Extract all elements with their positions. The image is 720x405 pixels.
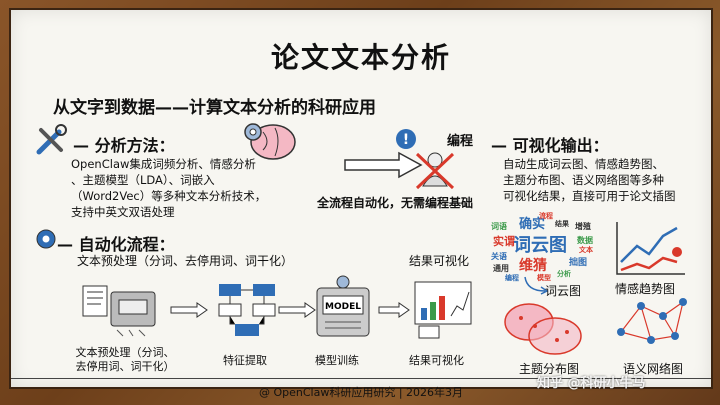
step-label-result: 结果可视化	[409, 354, 464, 367]
footer-text: @ OpenClaw科研应用研究 | 2026年3月	[258, 386, 464, 399]
visual-line: 可视化结果，直接可用于论文插图	[503, 189, 676, 203]
step-label-preprocess: 文本预处理（分词、 去停用词、词干化）	[73, 346, 177, 374]
cloud-word: 结果	[555, 220, 569, 228]
cloud-word: 文本	[579, 246, 593, 254]
model-box-text: MODEL	[325, 302, 361, 312]
preprocessing-machine-icon	[82, 285, 156, 337]
step-label-preprocess-line1: 文本预处理（分词、	[75, 346, 175, 359]
automation-heading: — 自动化流程：	[57, 235, 175, 254]
whiteboard: 论文文本分析 从文字到数据——计算文本分析的科研应用 — 分析方法： OpenC…	[9, 8, 713, 399]
topic-distribution-icon	[504, 303, 582, 355]
flow-arrow-1	[170, 302, 208, 318]
no-coding-icon	[415, 152, 455, 190]
visual-line: 主题分布图、语义网络图等多种	[503, 173, 664, 187]
semantic-network-icon	[617, 298, 687, 344]
visual-heading: — 可视化输出：	[491, 136, 609, 155]
cloud-word: 流程	[539, 212, 553, 220]
tools-icon	[36, 124, 67, 155]
analysis-heading: — 分析方法：	[73, 136, 175, 155]
analysis-description: OpenClaw集成词频分析、情感分析 、主题模型（LDA）、词嵌入 （Word…	[71, 156, 301, 220]
analysis-line: 支持中英文双语处理	[71, 205, 175, 219]
visual-heading-text: 可视化输出：	[512, 136, 609, 155]
page-title: 论文文本分析	[270, 41, 451, 74]
cloud-word: 分析	[557, 270, 571, 278]
feature-extraction-icon	[218, 284, 276, 336]
analysis-line: OpenClaw集成词频分析、情感分析	[71, 157, 256, 171]
coding-text: 全流程自动化，无需编程基础	[317, 196, 474, 210]
model-machine-icon: MODEL	[316, 275, 370, 337]
trend-label: 情感趋势图	[615, 282, 676, 296]
network-label: 语义网络图	[623, 362, 684, 376]
analysis-line: （Word2Vec）等多种文本分析技术，	[71, 189, 267, 203]
cloud-word: 拙图	[569, 258, 588, 268]
flow-arrow-2	[278, 302, 316, 318]
step-label-preprocess-line2: 去停用词、词干化）	[75, 360, 175, 373]
cloud-word: 词云图	[513, 235, 567, 256]
result-visualization-icon	[414, 281, 472, 339]
step-label-feature: 特征提取	[223, 354, 267, 367]
right-arrow-icon	[344, 151, 423, 179]
cloud-word: 实谓	[493, 235, 515, 248]
visual-description: 自动生成词云图、情感趋势图、 主题分布图、语义网络图等多种 可视化结果，直接可用…	[503, 156, 703, 204]
cloud-word: 确实	[519, 217, 546, 232]
watermark: 知乎 @科研小牛马	[537, 376, 646, 391]
footer-divider	[11, 378, 711, 379]
trend-chart-icon	[616, 222, 685, 275]
cloud-word: 维猜	[519, 258, 547, 274]
analysis-line: 、主题模型（LDA）、词嵌入	[71, 173, 215, 187]
cloud-word: 词语	[491, 222, 507, 231]
coding-label: 编程	[447, 134, 474, 149]
warning-icon: !	[396, 129, 416, 149]
flow-arrow-3	[378, 302, 410, 318]
wordcloud-arrow	[524, 276, 549, 295]
cloud-word: 数据	[577, 236, 593, 245]
automation-top-right: 结果可视化	[409, 254, 470, 268]
svg-text:!: !	[403, 132, 409, 148]
cloud-word: 模型	[537, 274, 551, 282]
wordcloud-label: 词云图	[545, 284, 582, 298]
cloud-word: 编程	[505, 274, 519, 282]
cloud-word: 关语	[491, 252, 507, 261]
page-subtitle: 从文字到数据——计算文本分析的科研应用	[53, 98, 376, 118]
automation-top-left: 文本预处理（分词、去停用词、词干化）	[77, 254, 294, 268]
automation-heading-text: 自动化流程：	[78, 235, 175, 254]
analysis-heading-text: 分析方法：	[94, 136, 175, 155]
topic-label: 主题分布图	[519, 362, 580, 376]
step-label-model: 模型训练	[315, 354, 359, 367]
cloud-word: 通用	[493, 264, 509, 273]
cloud-word: 增殖	[575, 222, 591, 231]
word-cloud: 确实 词云图 维猜 实谓 词语 拙图 增殖 数据 关语 通用 流程 文本 分析 …	[489, 211, 607, 282]
gear-icon	[36, 229, 56, 249]
visual-line: 自动生成词云图、情感趋势图、	[503, 157, 664, 171]
brain-gear-icon	[244, 123, 296, 160]
